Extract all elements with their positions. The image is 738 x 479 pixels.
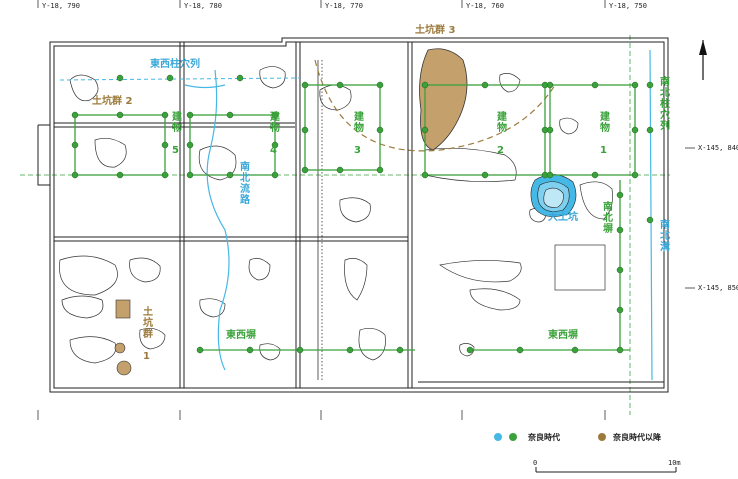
legend: 奈良時代 奈良時代以降 xyxy=(494,432,662,442)
grid-label-top-2: Y-18, 780 xyxy=(184,2,222,10)
grid-dashed-lines xyxy=(20,35,670,415)
legend-brown-dot xyxy=(598,433,606,441)
wall-lines xyxy=(54,42,664,388)
label-pit-group-2: 土坑群 2 xyxy=(92,94,132,107)
grid-label-top-1: Y-18, 790 xyxy=(42,2,80,10)
pit-group-3-boundary xyxy=(314,59,556,152)
ew-pillar-row-line xyxy=(59,77,301,81)
grid-label-top-4: Y-18, 760 xyxy=(466,2,504,10)
label-ew-wall-left: 東西塀 xyxy=(226,328,256,341)
legend-nara: 奈良時代 xyxy=(527,432,560,442)
top-grid-ticks xyxy=(37,0,606,8)
label-big-pit: 大土坑 xyxy=(548,210,578,223)
scale-ten: 10m xyxy=(668,459,681,467)
label-pit-group-1: 土坑群 1 xyxy=(143,305,153,362)
bottom-grid-ticks xyxy=(37,410,606,420)
label-pit-group-3: 土坑群 3 xyxy=(415,23,455,36)
grid-label-top-5: Y-18, 750 xyxy=(609,2,647,10)
legend-post-nara: 奈良時代以降 xyxy=(612,432,662,442)
pit-group-1-area xyxy=(114,299,132,376)
blue-streams xyxy=(184,49,653,381)
grid-label-right-1: X-145, 840 xyxy=(698,144,738,152)
label-building-4: 建物 4 xyxy=(269,110,281,156)
scale-zero: 0 xyxy=(533,459,537,467)
label-ns-wall: 南北塀 xyxy=(603,200,613,235)
label-ns-stream: 南北流路 xyxy=(240,160,251,206)
label-building-5: 建物 5 xyxy=(171,110,183,156)
pit-group-3-area xyxy=(419,48,468,151)
label-building-1: 建物 1 xyxy=(599,110,611,156)
post-holes xyxy=(71,74,654,354)
north-arrow-icon xyxy=(699,40,707,80)
grid-label-right-2: X-145, 850 xyxy=(698,284,738,292)
grid-label-top-3: Y-18, 770 xyxy=(325,2,363,10)
label-ew-wall-right: 東西塀 xyxy=(548,328,578,341)
legend-green-dot xyxy=(509,433,517,441)
big-pit xyxy=(530,174,577,217)
label-ns-pillar-row: 南北柱穴列 xyxy=(660,75,670,132)
label-building-2: 建物 2 xyxy=(496,110,508,156)
label-building-3: 建物 3 xyxy=(353,110,365,156)
central-drain xyxy=(317,60,323,380)
label-ew-pillar-row: 東西柱穴列 xyxy=(150,57,200,70)
legend-blue-dot xyxy=(494,433,502,441)
scale-bar: 0 10m xyxy=(533,459,681,473)
site-boundary xyxy=(37,37,669,393)
label-ns-ditch: 南北溝 xyxy=(660,218,670,253)
